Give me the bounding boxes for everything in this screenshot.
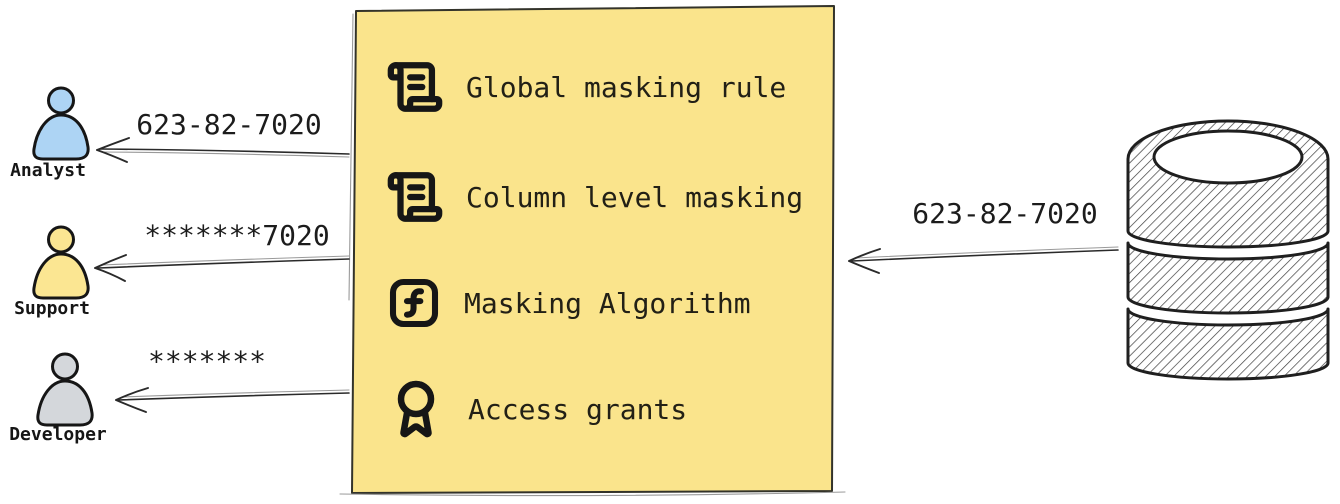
- arrow-to-support: [94, 254, 350, 282]
- masking-box-item-global-rule: Global masking rule: [386, 55, 786, 119]
- masking-box-bg: [351, 5, 835, 494]
- support-name-label: Support: [14, 298, 90, 319]
- support-icon: [32, 225, 90, 300]
- analyst-icon: [32, 86, 90, 161]
- analyst-name-label: Analyst: [10, 160, 86, 181]
- masking-box-item-column-masking: Column level masking: [386, 165, 803, 229]
- arrow-db-to-box: [848, 246, 1119, 274]
- award-icon: [386, 377, 446, 441]
- database-icon: [1126, 119, 1330, 381]
- developer-name-label: Developer: [9, 424, 107, 445]
- database-value-label: 623-82-7020: [912, 197, 1098, 230]
- masking-box: [339, 5, 846, 497]
- arrow-to-analyst: [96, 137, 350, 163]
- square-function-icon: [386, 275, 442, 331]
- developer-value-label: *******: [147, 345, 267, 378]
- scroll-text-icon: [386, 168, 444, 226]
- scroll-text-icon: [386, 58, 444, 116]
- developer-icon: [36, 352, 94, 427]
- masking-box-item-label: Access grants: [468, 392, 688, 426]
- masking-box-item-label: Global masking rule: [466, 70, 787, 104]
- masking-box-item-label: Masking Algorithm: [464, 286, 751, 320]
- analyst-value-label: 623-82-7020: [136, 108, 322, 141]
- masking-box-item-algorithm: Masking Algorithm: [386, 271, 751, 335]
- support-value-label: *******7020: [144, 219, 330, 252]
- masking-box-item-access-grants: Access grants: [386, 377, 687, 441]
- masking-box-item-label: Column level masking: [466, 180, 804, 214]
- arrow-to-developer: [115, 387, 350, 413]
